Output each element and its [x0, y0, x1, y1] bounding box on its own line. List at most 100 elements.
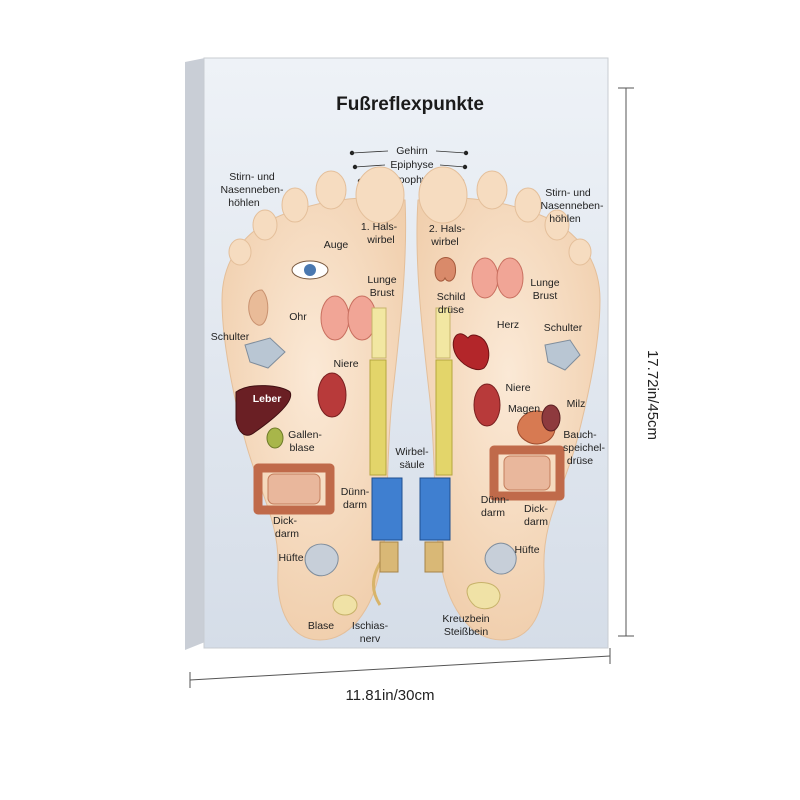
label-epiphyse: Epiphyse — [390, 159, 433, 171]
label-neck-2-line2: wirbel — [430, 236, 458, 248]
label-left-sinus-1: Stirn- und — [229, 171, 275, 183]
label-herz: Herz — [497, 319, 519, 331]
head-line-5 — [439, 164, 466, 168]
label-right-schulter: Schulter — [544, 322, 583, 334]
label-ohr: Ohr — [289, 311, 307, 323]
left-shoulder-icon — [244, 337, 286, 369]
label-left-huefte: Hüfte — [278, 552, 303, 564]
sacrum-icon — [466, 582, 501, 610]
label-left-niere: Niere — [333, 358, 358, 370]
label-left-brust: Brust — [370, 287, 395, 299]
ear-icon — [248, 289, 269, 326]
label-saeule: säule — [399, 459, 424, 471]
width-dimension-label: 11.81in/30cm — [346, 687, 435, 704]
head-line-1 — [351, 150, 389, 154]
label-ischias-1: Ischias- — [352, 620, 389, 632]
right-shoulder-icon — [544, 339, 581, 371]
left-toe-5 — [228, 238, 252, 266]
width-dimension: 11.81in/30cm — [189, 648, 611, 704]
label-left-duenndarm-1: Dünn- — [341, 486, 370, 498]
label-bauchspeichel-2: speichel- — [563, 442, 606, 454]
right-lung-icon-2 — [496, 257, 524, 299]
left-toe-4 — [252, 209, 278, 241]
label-left-sinus-3: höhlen — [228, 197, 260, 209]
right-big-toe — [418, 166, 468, 224]
left-kidney-icon — [317, 372, 347, 418]
spine-label: Wirbel- säule — [395, 446, 429, 471]
label-left-lunge: Lunge — [367, 274, 396, 286]
left-foot-labels: Stirn- und Nasenneben- höhlen 1. Hals- w… — [211, 171, 398, 645]
label-wirbel: Wirbel- — [395, 446, 429, 458]
label-left-dickdarm-1: Dick- — [273, 515, 297, 527]
label-kreuzbein: Kreuzbein — [442, 613, 489, 625]
spine-thoracic-left — [369, 359, 387, 476]
head-line-2 — [354, 164, 386, 168]
label-magen: Magen — [508, 403, 540, 415]
spine-cervical-right — [435, 307, 451, 359]
label-gallenblase-2: blase — [289, 442, 314, 454]
height-dimension: 17.72in/45cm — [618, 87, 661, 637]
label-right-dickdarm-1: Dick- — [524, 503, 548, 515]
spleen-icon — [541, 404, 561, 432]
label-gallenblase-1: Gallen- — [288, 429, 322, 441]
label-blase: Blase — [308, 620, 334, 632]
spine-thoracic-right — [435, 359, 453, 476]
spine-lumbar-left — [371, 477, 403, 541]
gallbladder-icon — [266, 427, 284, 449]
right-toe-3 — [514, 187, 542, 223]
head-line-4 — [435, 150, 467, 154]
label-right-sinus-2: Nasenneben- — [540, 200, 604, 212]
right-toe-4 — [544, 209, 570, 241]
label-left-schulter: Schulter — [211, 331, 250, 343]
label-right-sinus-3: höhlen — [549, 213, 581, 225]
label-bauchspeichel-1: Bauch- — [563, 429, 597, 441]
right-large-intestine-icon — [489, 445, 565, 501]
right-small-intestine-icon — [503, 455, 551, 491]
right-foot — [416, 166, 601, 641]
label-left-duenndarm-2: darm — [343, 499, 367, 511]
label-leber: Leber — [253, 393, 282, 405]
canvas-side-edge — [185, 58, 205, 650]
label-left-dickdarm-2: darm — [275, 528, 299, 540]
label-schilddruese-1: Schild — [437, 291, 466, 303]
right-lung-icon — [471, 257, 499, 299]
label-right-brust: Brust — [533, 290, 558, 302]
left-lung-icon — [320, 295, 350, 341]
thyroid-icon — [434, 257, 457, 282]
left-large-intestine-icon — [253, 463, 335, 515]
label-neck-1-line1: 1. Hals- — [361, 221, 398, 233]
right-foot-labels: Stirn- und Nasenneben- höhlen 2. Hals- w… — [429, 187, 606, 638]
label-neck-1-line2: wirbel — [366, 234, 394, 246]
left-small-intestine-icon — [267, 473, 321, 505]
right-foot-sole — [416, 197, 601, 641]
right-toe-5 — [568, 238, 592, 266]
label-left-sinus-2: Nasenneben- — [220, 184, 284, 196]
label-right-niere: Niere — [505, 382, 530, 394]
left-hip-icon — [304, 543, 339, 577]
left-bladder-icon — [332, 594, 358, 616]
right-kidney-icon — [473, 383, 501, 427]
right-hip-icon — [484, 542, 517, 575]
label-neck-2-line1: 2. Hals- — [429, 223, 466, 235]
spine-sacral-right — [424, 541, 444, 573]
height-dimension-label: 17.72in/45cm — [644, 350, 661, 440]
label-right-duenndarm-2: darm — [481, 507, 505, 519]
left-big-toe — [355, 166, 405, 224]
liver-icon — [235, 385, 292, 436]
label-gehirn: Gehirn — [396, 145, 428, 157]
label-right-duenndarm-1: Dünn- — [481, 494, 510, 506]
spine-lumbar-right — [419, 477, 451, 541]
left-toe-2 — [315, 170, 347, 210]
label-right-lunge: Lunge — [530, 277, 559, 289]
label-bauchspeichel-3: drüse — [567, 455, 593, 467]
width-dimension-line — [189, 655, 611, 681]
label-right-huefte: Hüfte — [514, 544, 539, 556]
label-steissbein: Steißbein — [444, 626, 489, 638]
eye-iris-icon — [304, 264, 316, 276]
label-schilddruese-2: drüse — [438, 304, 464, 316]
poster-title: Fußreflexpunkte — [336, 94, 484, 115]
right-toe-2 — [476, 170, 508, 210]
label-ischias-2: nerv — [360, 633, 381, 645]
heart-icon — [452, 333, 490, 371]
